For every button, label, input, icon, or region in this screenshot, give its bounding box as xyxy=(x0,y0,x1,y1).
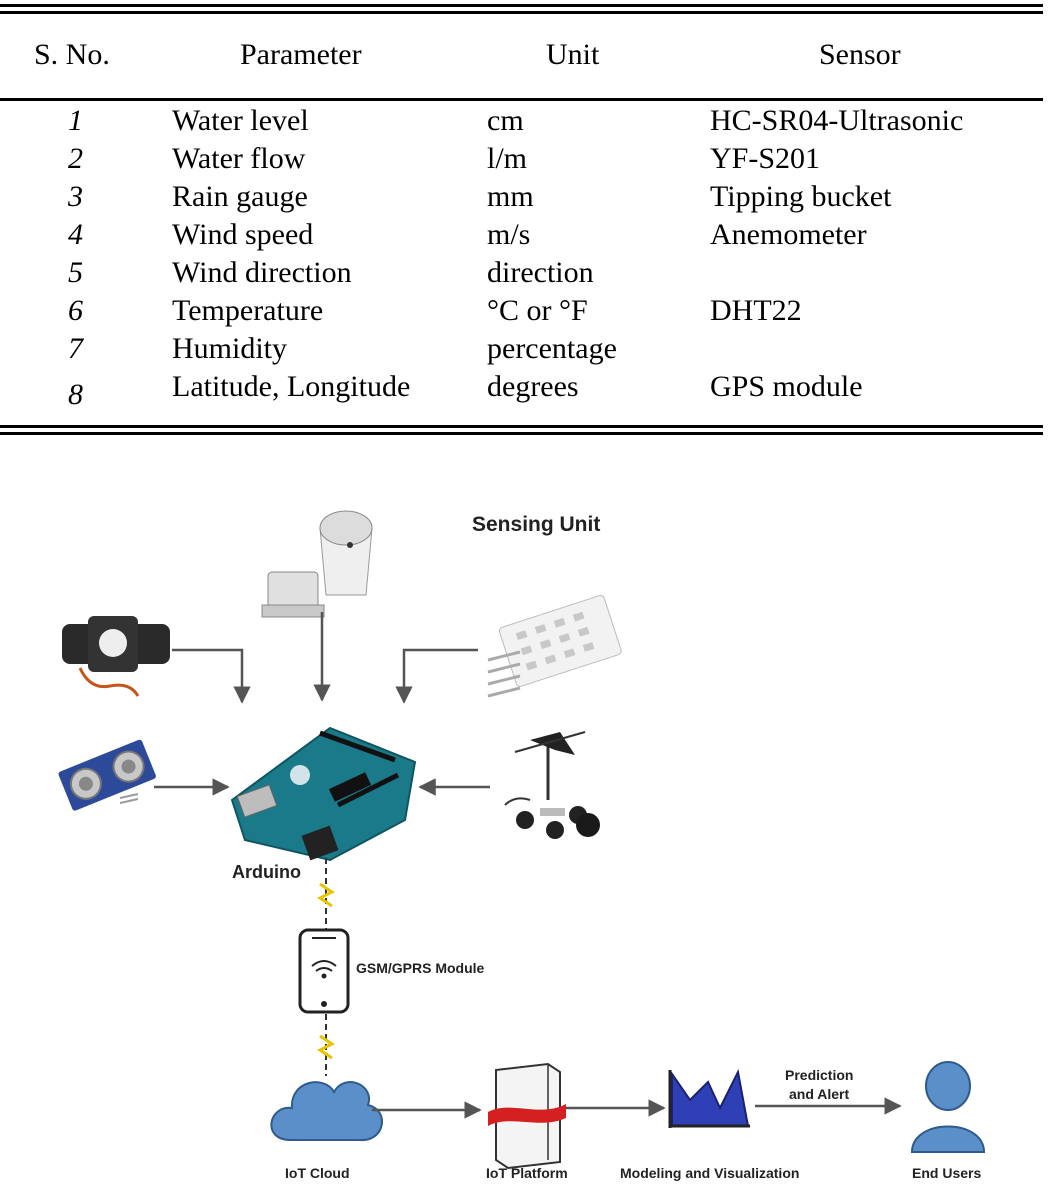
table-cell-sensor: GPS module xyxy=(710,370,863,403)
iot-cloud-label: IoT Cloud xyxy=(285,1165,350,1181)
prediction-label-1: Prediction xyxy=(785,1067,853,1083)
arduino-board-icon xyxy=(230,726,417,862)
rain-gauge-icon xyxy=(261,510,373,618)
table-cell-no: 3 xyxy=(68,180,83,213)
table-cell-parameter: Water flow xyxy=(172,142,306,175)
table-bottom-rule xyxy=(0,425,1043,428)
header-sno: S. No. xyxy=(34,38,110,71)
table-cell-parameter: Latitude, Longitude xyxy=(172,370,411,403)
table-cell-no: 5 xyxy=(68,256,83,289)
table-cell-no: 6 xyxy=(68,294,83,327)
table-cell-no: 1 xyxy=(68,104,83,137)
gsm-module-icon xyxy=(298,928,350,1014)
table-cell-unit: percentage xyxy=(487,332,617,365)
sensing-unit-label: Sensing Unit xyxy=(472,513,600,536)
table-cell-sensor: YF-S201 xyxy=(710,142,821,175)
dht22-sensor-icon xyxy=(487,595,622,698)
header-rule xyxy=(0,98,1043,101)
anemometer-icon xyxy=(504,731,600,839)
header-unit: Unit xyxy=(546,38,600,71)
table-top-rule-2 xyxy=(0,11,1043,14)
prediction-label-2: and Alert xyxy=(789,1086,849,1102)
table-cell-unit: mm xyxy=(487,180,534,213)
wireless-link-2 xyxy=(317,1014,335,1076)
wireless-link-1 xyxy=(317,858,335,930)
table-cell-no: 8 xyxy=(68,378,83,411)
table-cell-no: 7 xyxy=(68,332,83,365)
water-flow-sensor-icon xyxy=(62,616,170,697)
table-cell-unit: l/m xyxy=(487,142,528,175)
arduino-label: Arduino xyxy=(232,862,301,882)
table-cell-parameter: Water level xyxy=(172,104,309,137)
gsm-label: GSM/GPRS Module xyxy=(356,960,485,976)
iot-cloud-icon xyxy=(270,1081,383,1142)
ultrasonic-sensor-icon xyxy=(58,739,156,811)
table-cell-unit: direction xyxy=(487,256,594,289)
iot-platform-icon xyxy=(488,1062,566,1170)
sensor-arrows xyxy=(154,612,490,796)
table-cell-sensor: HC-SR04-Ultrasonic xyxy=(710,104,964,137)
modeling-chart-icon xyxy=(668,1068,750,1128)
arrow-dht-to-arduino xyxy=(395,648,478,704)
system-diagram: Sensing Unit xyxy=(58,510,986,1181)
iot-platform-label: IoT Platform xyxy=(486,1165,568,1181)
arrow-flow-to-arduino xyxy=(172,648,251,704)
header-sensor: Sensor xyxy=(819,38,901,71)
table-cell-sensor: DHT22 xyxy=(710,294,802,327)
table-cell-unit: m/s xyxy=(487,218,531,251)
table-cell-parameter: Humidity xyxy=(172,332,288,365)
table-cell-no: 4 xyxy=(68,218,83,251)
modeling-label: Modeling and Visualization xyxy=(620,1165,799,1181)
table-cell-sensor: Tipping bucket xyxy=(710,180,892,213)
table-cell-parameter: Wind direction xyxy=(172,256,352,289)
table-bottom-rule-2 xyxy=(0,432,1043,435)
table-cell-no: 2 xyxy=(68,142,83,175)
table-cell-unit: °C or °F xyxy=(487,294,588,327)
table-cell-parameter: Rain gauge xyxy=(172,180,308,213)
end-user-icon xyxy=(910,1061,986,1153)
table-cell-parameter: Temperature xyxy=(172,294,324,327)
header-parameter: Parameter xyxy=(240,38,362,71)
table-cell-sensor: Anemometer xyxy=(710,218,867,251)
table-cell-unit: degrees xyxy=(487,370,579,403)
end-users-label: End Users xyxy=(912,1165,981,1181)
table-cell-unit: cm xyxy=(487,104,524,137)
table-cell-parameter: Wind speed xyxy=(172,218,314,251)
table-top-rule xyxy=(0,4,1043,7)
